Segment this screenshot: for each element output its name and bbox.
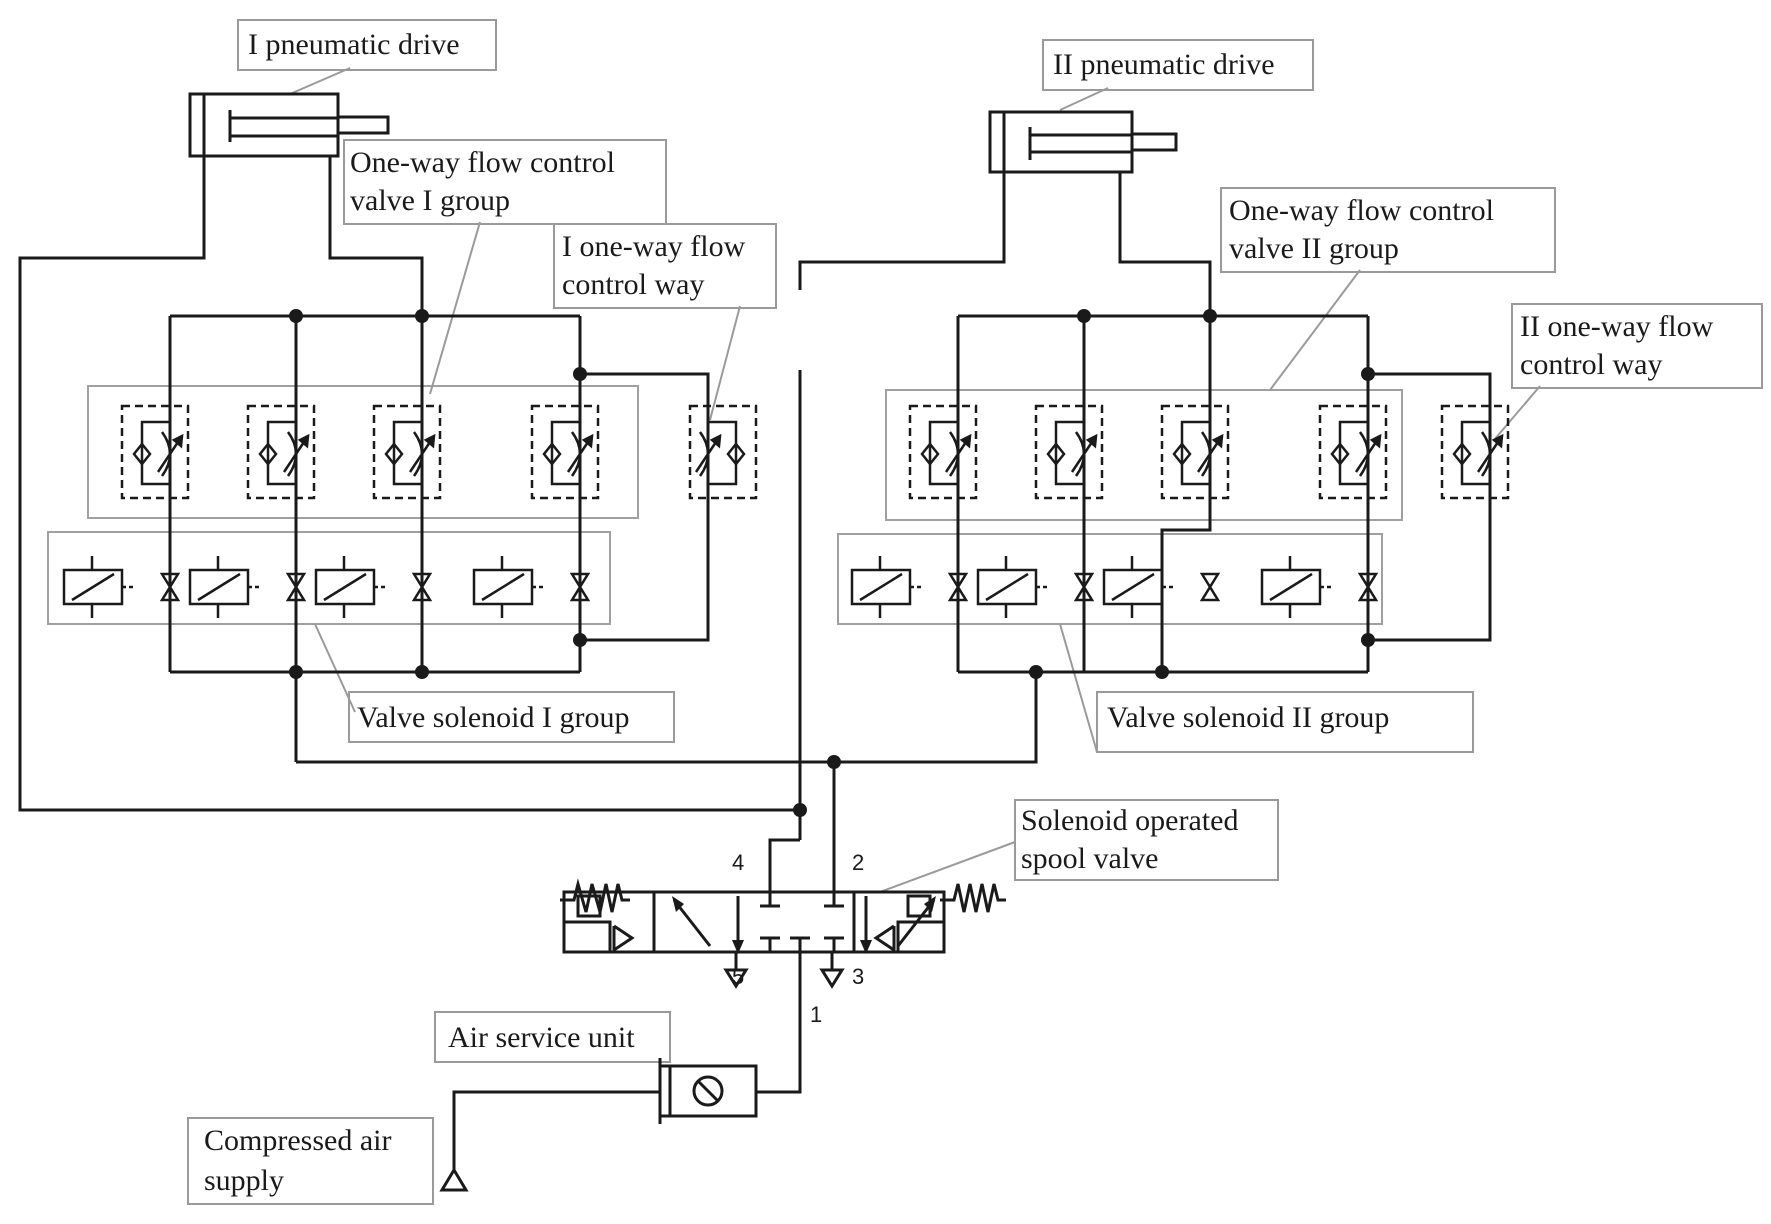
solenoid-valve-symbol — [314, 556, 433, 618]
pneumatic-drive-1-label: I pneumatic drive — [248, 28, 460, 61]
solenoid-valves — [62, 556, 1379, 618]
flow-valve-group-1-box — [87, 385, 639, 519]
solenoid-valve-symbol — [1260, 556, 1379, 618]
label-box-drive-2 — [1042, 39, 1314, 91]
flow-valve-group-1-label-line1: One-way flow control — [350, 146, 615, 179]
flow-control-valve-symbol — [372, 404, 442, 500]
pneumatic-drive-2-symbol — [988, 110, 1178, 174]
flow-valve-group-1-label-line2: valve I group — [350, 184, 510, 217]
pipework — [18, 156, 1492, 1170]
solenoid-valve-symbol — [472, 556, 591, 618]
flow-control-valve-symbol — [1034, 404, 1104, 500]
label-box-flow-group-2 — [1220, 187, 1556, 273]
port-5-label: 5 — [732, 964, 744, 989]
air-supply-label-line1: Compressed air — [204, 1124, 391, 1157]
label-box-drive-1 — [237, 19, 497, 71]
port-4-label: 4 — [732, 850, 744, 875]
solenoid-valve-symbol — [62, 556, 181, 618]
solenoid-valve-symbol — [976, 556, 1095, 618]
air-service-unit-symbol — [658, 1058, 758, 1124]
flow-valve-group-2-box — [885, 389, 1403, 521]
label-box-spool-valve — [1014, 799, 1279, 881]
solenoid-group-2-box — [837, 533, 1383, 625]
flow-control-valve-symbol — [1160, 404, 1230, 500]
solenoid-valve-symbol — [188, 556, 307, 618]
solenoid-valve-symbol — [850, 556, 969, 618]
junction-dots — [289, 309, 1375, 817]
air-service-unit-label: Air service unit — [448, 1021, 635, 1054]
flow-way-2-label-line1: II one-way flow — [1520, 310, 1714, 343]
label-box-solenoid-1 — [348, 691, 675, 743]
leader-lines — [289, 67, 1541, 893]
spool-valve-label-line1: Solenoid operated — [1021, 804, 1238, 837]
port-3-label: 3 — [852, 964, 864, 989]
spool-valve-arrowheads — [672, 896, 936, 954]
label-box-flow-group-1 — [343, 139, 667, 225]
flow-control-valve-symbol — [120, 404, 190, 500]
flow-valve-group-2-label-line1: One-way flow control — [1229, 194, 1494, 227]
solenoid-group-1-label: Valve solenoid I group — [357, 701, 629, 734]
flow-control-valve-symbol — [1318, 404, 1388, 500]
pneumatic-drive-1-symbol — [188, 92, 390, 158]
one-way-flow-control-valves — [120, 404, 1510, 500]
flow-control-valve-symbol — [1440, 404, 1510, 500]
spool-valve-symbol — [560, 878, 1006, 989]
label-box-air-service — [434, 1011, 671, 1063]
label-borders — [187, 19, 1763, 1205]
flow-way-1-label-line1: I one-way flow — [562, 230, 746, 263]
flow-control-valve-symbol — [688, 404, 758, 500]
label-box-flow-way-2 — [1511, 303, 1763, 389]
label-box-air-supply — [187, 1117, 434, 1205]
solenoid-valve-symbol — [1102, 556, 1221, 618]
pneumatic-drive-2-label: II pneumatic drive — [1053, 48, 1275, 81]
flow-control-valve-symbol — [246, 404, 316, 500]
flow-control-valve-symbol — [530, 404, 600, 500]
flow-control-valve-symbol — [908, 404, 978, 500]
label-box-flow-way-1 — [553, 223, 777, 309]
port-1-label: 1 — [810, 1002, 822, 1027]
port-2-label: 2 — [852, 850, 864, 875]
flow-way-1-label-line2: control way — [562, 268, 704, 301]
flow-valve-group-2-label-line2: valve II group — [1229, 232, 1399, 265]
label-box-solenoid-2 — [1096, 691, 1474, 753]
air-supply-source-symbol — [439, 1167, 469, 1192]
spool-valve-label-line2: spool valve — [1021, 842, 1158, 875]
air-supply-label-line2: supply — [204, 1164, 284, 1197]
solenoid-group-2-label: Valve solenoid II group — [1107, 701, 1389, 734]
group-borders — [47, 385, 1403, 625]
flow-way-2-label-line2: control way — [1520, 348, 1662, 381]
solenoid-group-1-box — [47, 531, 611, 625]
